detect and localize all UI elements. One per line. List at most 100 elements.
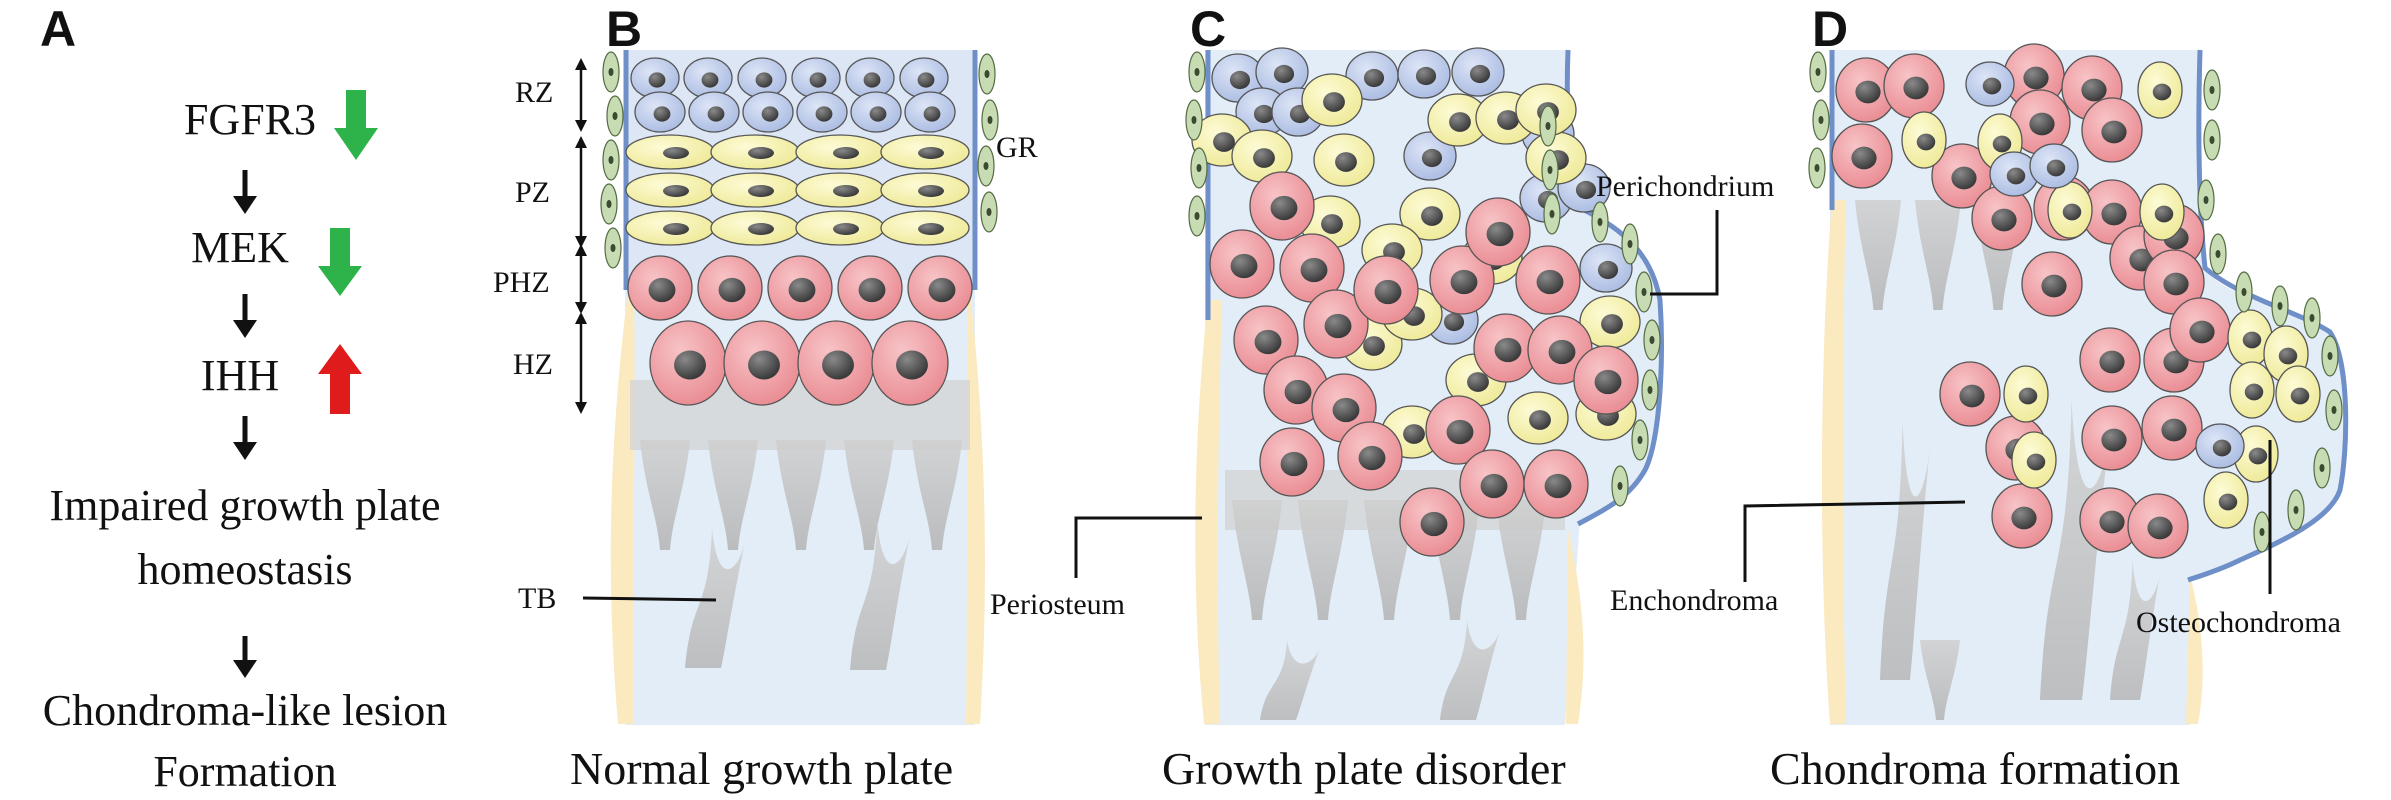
hypertrophic-chondrocyte (2081, 179, 2143, 245)
pathway-outcome-line-1: Impaired growth plate (49, 481, 441, 530)
hypertrophic-chondrocyte (1991, 483, 2053, 549)
flow-arrow-3 (233, 416, 257, 460)
hypertrophic-chondrocyte (1835, 57, 1897, 123)
zone-label-rz: RZ (515, 76, 554, 109)
perichondrium-leader-line (1650, 210, 1719, 296)
proliferative-chondrocyte (880, 172, 970, 208)
proliferative-chondrocyte (710, 172, 800, 208)
hypertrophic-chondrocyte (2141, 395, 2203, 461)
hypertrophic-chondrocyte (1939, 361, 2001, 427)
resting-chondrocyte (850, 91, 902, 133)
groove-of-ranvier-cells (1185, 51, 1661, 507)
gr-cell (2197, 179, 2215, 221)
proliferative-chondrocyte (2137, 61, 2183, 119)
hypertrophic-chondrocyte (1233, 305, 1299, 375)
resting-chondrocyte (1965, 61, 2015, 107)
trabecular-strut (1880, 420, 1930, 680)
hypertrophic-chondrocyte (1425, 395, 1491, 465)
proliferative-chondrocyte (1507, 391, 1569, 445)
resting-chondrocyte (1255, 47, 1309, 97)
gr-cell (1611, 465, 1629, 507)
hypertrophic-chondrocyte (1209, 229, 1275, 299)
gr-cell (1812, 99, 1830, 141)
trabecular-spike (912, 440, 962, 550)
hypertrophic-chondrocyte (1573, 345, 1639, 415)
hypertrophic-chondrocyte (2021, 251, 2083, 317)
caption-chondroma-formation: Chondroma formation (1770, 743, 2181, 794)
proliferative-chondrocyte (2011, 431, 2057, 489)
pathway-step-ihh: IHH (200, 351, 280, 400)
trabecular-spike (776, 440, 826, 550)
proliferative-chondrocyte (795, 172, 885, 208)
flow-arrow-1 (233, 170, 257, 214)
proliferative-chondrocyte (2047, 181, 2093, 239)
pathway-outcome-line-2: homeostasis (137, 545, 353, 594)
panel-b-letter: B (606, 1, 643, 57)
resting-chondrocyte (899, 57, 949, 99)
hypertrophic-chondrocyte (2127, 493, 2189, 559)
resting-chondrocyte (845, 57, 895, 99)
gr-cell (1643, 319, 1661, 361)
gr-label: GR (996, 131, 1038, 164)
tb-label: TB (518, 582, 557, 615)
proliferative-chondrocyte (1427, 93, 1489, 147)
proliferative-chondrocyte (2229, 361, 2275, 419)
proliferative-chondrocyte (880, 134, 970, 170)
enchondroma-label: Enchondroma (1610, 584, 1779, 617)
resting-chondrocyte (737, 57, 787, 99)
resting-chondrocyte (742, 91, 794, 133)
zone-label-phz: PHZ (493, 266, 550, 299)
hypertrophic-chondrocyte (1303, 289, 1369, 359)
hypertrophic-chondrocyte (837, 255, 903, 321)
panel-c-letter: C (1190, 1, 1227, 57)
zone-label-hz: HZ (513, 348, 553, 381)
trabecular-strut (1440, 620, 1500, 720)
proliferative-chondrocyte (2275, 365, 2321, 423)
proliferative-chondrocyte (710, 134, 800, 170)
proliferative-chondrocyte (625, 134, 715, 170)
gr-cell (604, 227, 622, 269)
resting-chondrocyte (1451, 47, 1505, 97)
gr-cell (2235, 271, 2253, 313)
trabecular-spike (1855, 200, 1901, 310)
hypertrophic-chondrocyte (1465, 197, 1531, 267)
normal-growth-plate-diagram (575, 50, 999, 725)
proliferative-chondrocyte (710, 210, 800, 246)
gr-cell (2313, 447, 2331, 489)
periosteum-label: Periosteum (990, 588, 1125, 621)
hypertrophic-chondrocyte (2009, 89, 2071, 155)
growth-plate-disorder-diagram (1074, 47, 1719, 725)
proliferative-chondrocyte (2003, 365, 2049, 423)
hypertrophic-chondrocyte (1429, 245, 1495, 315)
gr-cell (600, 183, 618, 225)
trabecular-spike (1915, 200, 1961, 310)
hypertrophic-chondrocyte (1279, 233, 1345, 303)
proliferative-chondrocyte (625, 172, 715, 208)
hypertrophic-chondrocyte (1971, 185, 2033, 251)
chondroma-formation-diagram (1743, 43, 2349, 725)
gr-cell (1188, 51, 1206, 93)
perichondrium-label: Perichondrium (1596, 170, 1775, 203)
gr-cell (1188, 195, 1206, 237)
gr-cell (2203, 119, 2221, 161)
hypertrophic-chondrocyte (797, 320, 875, 406)
trabecular-spike (1232, 500, 1282, 620)
ihh-up-arrow-icon (318, 344, 362, 414)
proliferative-chondrocyte (1399, 187, 1461, 241)
panel-a-letter: A (40, 1, 77, 57)
hypertrophic-chondrocyte (627, 255, 693, 321)
flow-arrow-2 (233, 294, 257, 338)
gr-cell (2209, 233, 2227, 275)
hypertrophic-chondrocyte (2079, 487, 2141, 553)
hypertrophic-chondrocyte (1831, 123, 1893, 189)
periosteum-leader-line (1074, 516, 1202, 578)
gr-cell (981, 99, 999, 141)
gr-cell (980, 191, 998, 233)
trabecular-spike (1298, 500, 1348, 620)
gr-cell (1621, 223, 1639, 265)
hypertrophic-chondrocyte (723, 320, 801, 406)
hypertrophic-chondrocyte (907, 255, 973, 321)
pathway-arrows (233, 90, 378, 678)
tb-leader-line (582, 596, 717, 602)
